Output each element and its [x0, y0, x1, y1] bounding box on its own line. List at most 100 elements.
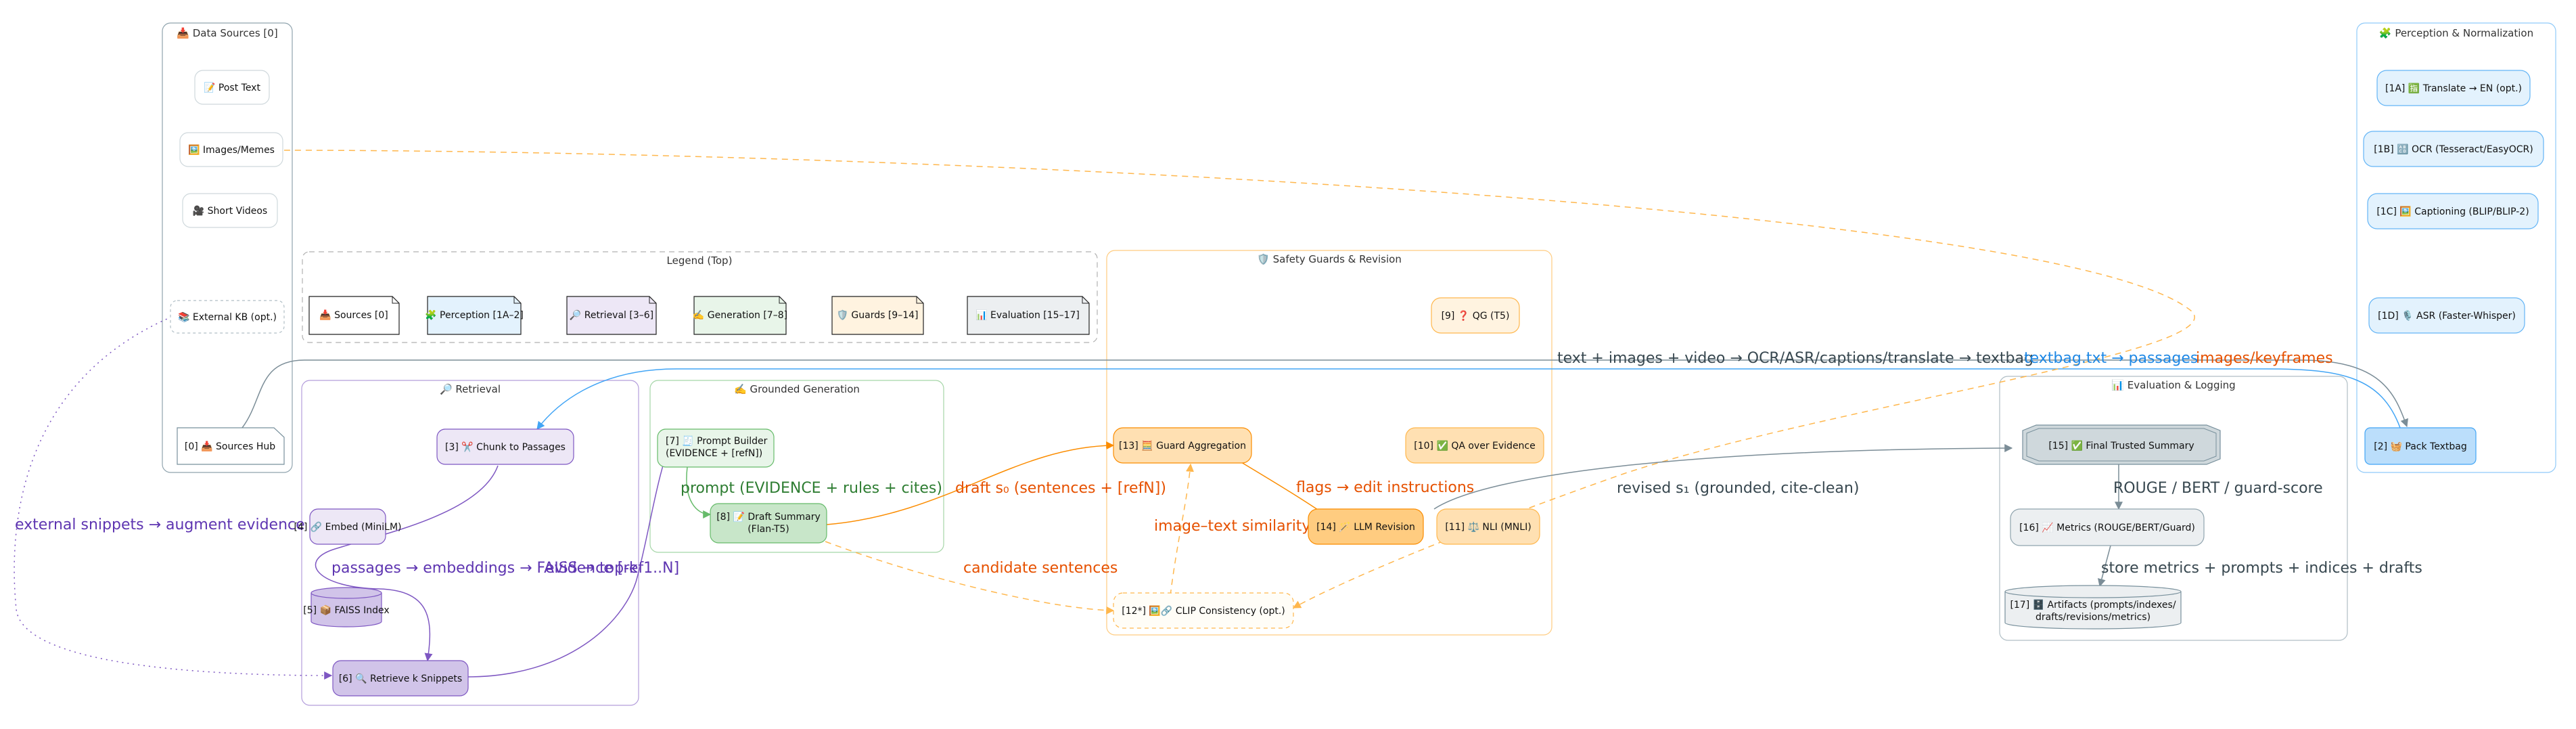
node-images-memes[interactable]: 🖼️ Images/Memes — [179, 132, 283, 167]
node-external-kb[interactable]: 📚 External KB (opt.) — [170, 300, 285, 334]
label-rouge: ROUGE / BERT / guard-score — [2113, 480, 2323, 497]
node-prompt-builder[interactable]: [7] 🧾 Prompt Builder (EVIDENCE + [refN]) — [657, 428, 775, 468]
legend-generation: ✍️ Generation [7–8] — [693, 296, 787, 335]
node-nli[interactable]: [11] ⚖️ NLI (MNLI) — [1436, 508, 1540, 545]
edge-clip-to-guard — [1170, 463, 1194, 596]
edge-draft-to-clip — [825, 541, 1115, 615]
node-qg[interactable]: [9] ❓ QG (T5) — [1431, 297, 1520, 334]
node-draft-summary-label-1: [8] 📝 Draft Summary — [716, 511, 821, 523]
node-qa[interactable]: [10] ✅ QA over Evidence — [1405, 427, 1544, 464]
label-candidate: candidate sentences — [963, 560, 1118, 577]
legend-perception: 🧩 Perception [1A–2] — [425, 296, 524, 335]
edge-prompt-to-draft — [686, 466, 712, 518]
legend-evaluation: 📊 Evaluation [15–17] — [967, 296, 1090, 335]
node-llm-revision[interactable]: [14] 🪄 LLM Revision — [1308, 508, 1424, 545]
label-textbag-blue: textbag.txt → passages — [2024, 350, 2198, 367]
node-clip-consistency[interactable]: [12*] 🖼️🔗 CLIP Consistency (opt.) — [1113, 592, 1294, 629]
legend-guards-label: 🛡️ Guards [9–14] — [837, 309, 919, 321]
node-post-text[interactable]: 📝 Post Text — [194, 70, 270, 105]
node-metrics[interactable]: [16] 📈 Metrics (ROUGE/BERT/Guard) — [2010, 508, 2205, 546]
node-final-summary-label: [15] ✅ Final Trusted Summary — [2048, 440, 2194, 451]
cluster-title-evaluation: 📊 Evaluation & Logging — [2111, 379, 2235, 391]
label-prompt-rules: prompt (EVIDENCE + rules + cites) — [681, 480, 942, 497]
node-faiss[interactable]: [5] 📦 FAISS Index — [303, 587, 390, 627]
node-prompt-builder-label-1: [7] 🧾 Prompt Builder — [666, 435, 768, 447]
label-external-snippets: external snippets → augment evidence — [15, 516, 305, 533]
node-embed-label: [4] 🔗 Embed (MiniLM) — [294, 521, 401, 533]
node-faiss-label: [5] 📦 FAISS Index — [303, 604, 389, 616]
label-textbag-gray: text + images + video → OCR/ASR/captions… — [1557, 350, 2033, 367]
legend-guards: 🛡️ Guards [9–14] — [831, 296, 924, 335]
cluster-title-retrieval: 🔎 Retrieval — [440, 382, 501, 395]
label-evidence: evidence [ref1..N] — [545, 560, 679, 577]
node-sources-hub[interactable]: [0] 📥 Sources Hub — [177, 427, 285, 465]
node-short-videos[interactable]: 🎥 Short Videos — [182, 193, 278, 228]
label-revised: revised s₁ (grounded, cite-clean) — [1617, 480, 1859, 497]
cluster-title-legend: Legend (Top) — [667, 255, 733, 267]
node-translate[interactable]: [1A] 🈯 Translate → EN (opt.) — [2376, 70, 2531, 106]
node-artifacts[interactable]: [17] 🗄️ Artifacts (prompts/indexes/ draf… — [2004, 585, 2182, 629]
node-clip-consistency-label: [12*] 🖼️🔗 CLIP Consistency (opt.) — [1122, 604, 1285, 617]
label-images-keyframes: images/keyframes — [2196, 350, 2333, 367]
edge-chunk-to-retrieve — [315, 465, 499, 662]
node-retrieve[interactable]: [6] 🔍 Retrieve k Snippets — [332, 660, 469, 697]
edge-labels: text + images + video → OCR/ASR/captions… — [15, 350, 2422, 577]
node-qa-label: [10] ✅ QA over Evidence — [1414, 440, 1536, 451]
legend-sources-label: 📥 Sources [0] — [319, 309, 388, 321]
node-short-videos-label: 🎥 Short Videos — [193, 205, 267, 217]
node-asr[interactable]: [1D] 🎙️ ASR (Faster-Whisper) — [2368, 297, 2525, 334]
label-flags: flags → edit instructions — [1296, 479, 1474, 496]
node-chunk[interactable]: [3] ✂️ Chunk to Passages — [436, 428, 574, 465]
node-nli-label: [11] ⚖️ NLI (MNLI) — [1445, 521, 1531, 533]
edge-sources-to-textbag — [242, 359, 2408, 428]
node-captioning-label: [1C] 🖼️ Captioning (BLIP/BLIP-2) — [2376, 206, 2529, 217]
legend-generation-label: ✍️ Generation [7–8] — [693, 309, 787, 321]
node-ocr-label: [1B] 🔠 OCR (Tesseract/EasyOCR) — [2374, 143, 2533, 155]
node-guard-aggregation-label: [13] 🧮 Guard Aggregation — [1119, 440, 1246, 451]
node-draft-summary-label-2: (Flan-T5) — [748, 524, 789, 535]
node-pack-textbag-label: [2] 🧺 Pack Textbag — [2374, 441, 2466, 452]
legend-evaluation-label: 📊 Evaluation [15–17] — [975, 309, 1080, 321]
edge-images-to-clip — [283, 150, 2195, 609]
legend-sources: 📥 Sources [0] — [308, 296, 400, 335]
cluster-title-perception: 🧩 Perception & Normalization — [2379, 27, 2533, 39]
node-sources-hub-label: [0] 📥 Sources Hub — [185, 441, 275, 452]
node-images-memes-label: 🖼️ Images/Memes — [188, 144, 275, 156]
node-final-summary[interactable]: [15] ✅ Final Trusted Summary — [2022, 424, 2221, 465]
cluster-title-generation: ✍️ Grounded Generation — [734, 383, 860, 395]
node-qg-label: [9] ❓ QG (T5) — [1442, 310, 1510, 322]
node-llm-revision-label: [14] 🪄 LLM Revision — [1316, 521, 1415, 533]
legend-perception-label: 🧩 Perception [1A–2] — [425, 309, 524, 321]
legend-retrieval-label: 🔎 Retrieval [3–6] — [570, 309, 653, 321]
node-chunk-label: [3] ✂️ Chunk to Passages — [445, 441, 566, 453]
node-prompt-builder-label-2: (EVIDENCE + [refN]) — [666, 448, 762, 459]
edges — [14, 150, 2408, 680]
edge-revision-to-final — [1433, 444, 2013, 510]
node-pack-textbag[interactable]: [2] 🧺 Pack Textbag — [2364, 427, 2477, 465]
cluster-title-sources: 📥 Data Sources [0] — [177, 27, 277, 39]
label-image-text: image–text similarity — [1154, 518, 1310, 535]
node-draft-summary[interactable]: [8] 📝 Draft Summary (Flan-T5) — [710, 503, 827, 544]
label-store: store metrics + prompts + indices + draf… — [2101, 560, 2422, 577]
node-retrieve-label: [6] 🔍 Retrieve k Snippets — [339, 672, 462, 684]
label-draft-s0: draft s₀ (sentences + [refN]) — [955, 480, 1166, 497]
node-translate-label: [1A] 🈯 Translate → EN (opt.) — [2385, 83, 2522, 94]
edge-textbag-to-chunk — [536, 368, 2401, 430]
node-post-text-label: 📝 Post Text — [204, 82, 260, 93]
node-embed[interactable]: [4] 🔗 Embed (MiniLM) — [294, 508, 402, 545]
edge-draft-to-guard — [826, 441, 1115, 525]
label-passages-faiss: passages → embeddings → FAISS → top-k — [331, 560, 638, 577]
node-artifacts-label-1: [17] 🗄️ Artifacts (prompts/indexes/ — [2010, 599, 2176, 611]
node-external-kb-label: 📚 External KB (opt.) — [178, 311, 277, 323]
edge-retrieve-to-prompt — [466, 429, 676, 678]
edge-metrics-to-artifacts — [2097, 545, 2111, 588]
cluster-title-guards: 🛡️ Safety Guards & Revision — [1257, 253, 1402, 265]
node-metrics-label: [16] 📈 Metrics (ROUGE/BERT/Guard) — [2019, 522, 2195, 533]
legend-retrieval: 🔎 Retrieval [3–6] — [566, 296, 657, 335]
node-captioning[interactable]: [1C] 🖼️ Captioning (BLIP/BLIP-2) — [2367, 193, 2539, 229]
node-artifacts-label-2: drafts/revisions/metrics) — [2036, 612, 2150, 623]
edge-kb-to-retrieve — [14, 316, 333, 680]
node-ocr[interactable]: [1B] 🔠 OCR (Tesseract/EasyOCR) — [2363, 131, 2544, 167]
node-asr-label: [1D] 🎙️ ASR (Faster-Whisper) — [2378, 310, 2516, 322]
node-guard-aggregation[interactable]: [13] 🧮 Guard Aggregation — [1113, 427, 1252, 464]
